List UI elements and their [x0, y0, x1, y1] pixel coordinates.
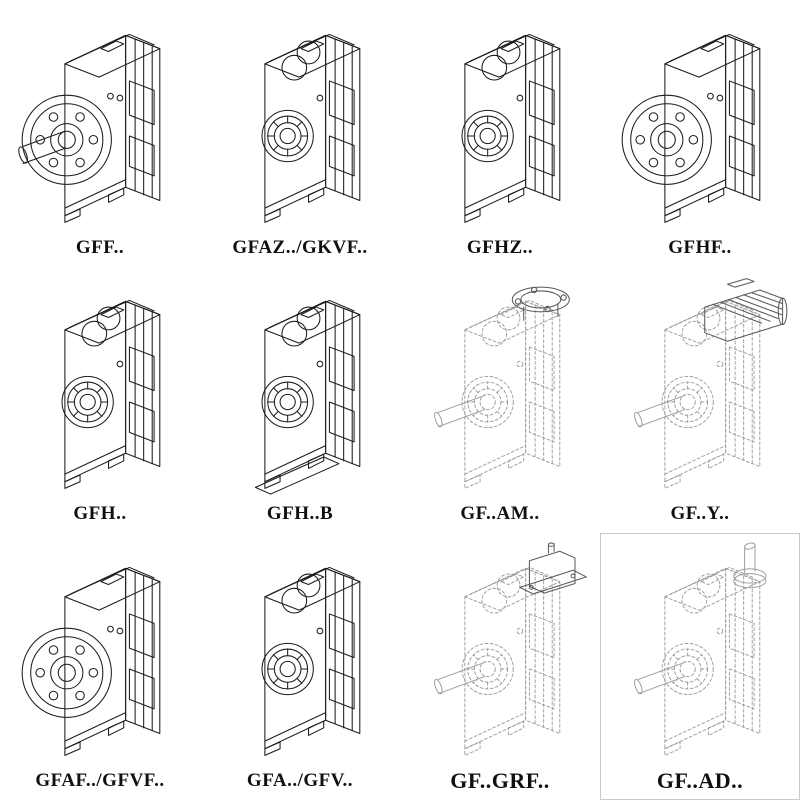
model-label: GF..GRF..: [450, 767, 550, 793]
catalog-cell: GF..AD..: [600, 533, 800, 800]
model-label: GFA../GFV..: [246, 769, 354, 791]
gearbox-hollow-bore-icon: [261, 566, 361, 756]
catalog-cell: GFH..: [0, 267, 200, 534]
shaft-input-adapter: [519, 542, 587, 595]
top-flange: [511, 286, 570, 322]
model-label: GFH..: [73, 503, 127, 525]
gearbox-input-adapter-icon: [432, 542, 587, 756]
catalog-cell: GFH..B: [200, 267, 400, 534]
gearbox-hollow-bore-icon: [61, 300, 161, 490]
catalog-cell: GFAF../GFVF..: [0, 533, 200, 800]
model-label: GFHF..: [668, 236, 732, 258]
motor: [704, 278, 788, 343]
model-label: GFAZ../GKVF..: [232, 236, 368, 258]
model-label: GFF..: [75, 236, 125, 258]
vertical-input-shaft: [733, 542, 767, 589]
model-label: GF..AM..: [460, 503, 540, 525]
model-label: GFH..B: [266, 503, 334, 525]
gearbox-flange-icon: [21, 566, 161, 756]
gearbox-hollow-bore-icon: [261, 33, 361, 223]
catalog-cell: GF..Y..: [600, 267, 800, 534]
catalog-cell: GFHZ..: [400, 0, 600, 267]
catalog-cell: GF..AM..: [400, 267, 600, 534]
catalog-cell: GFAZ../GKVF..: [200, 0, 400, 267]
catalog-cell: GFA../GFV..: [200, 533, 400, 800]
gearbox-flange-shaft-icon: [16, 33, 161, 223]
model-label: GF..AD..: [656, 767, 744, 793]
gearbox-top-shaft-icon: [632, 542, 767, 756]
catalog-cell: GFF..: [0, 0, 200, 267]
model-label: GFAF../GFVF..: [35, 769, 165, 791]
gearbox-motor-flange-adapter-icon: [432, 286, 570, 490]
gearbox-hollow-bore-icon: [461, 33, 561, 223]
gearbox-flange-icon: [621, 33, 761, 223]
gearbox-hollow-bore-base-icon: [254, 300, 361, 495]
model-label: GFHZ..: [466, 236, 534, 258]
model-label: GF..Y..: [670, 503, 730, 525]
catalog-cell: GFHF..: [600, 0, 800, 267]
gearbox-with-motor-icon: [632, 278, 788, 490]
catalog-cell: GF..GRF..: [400, 533, 600, 800]
